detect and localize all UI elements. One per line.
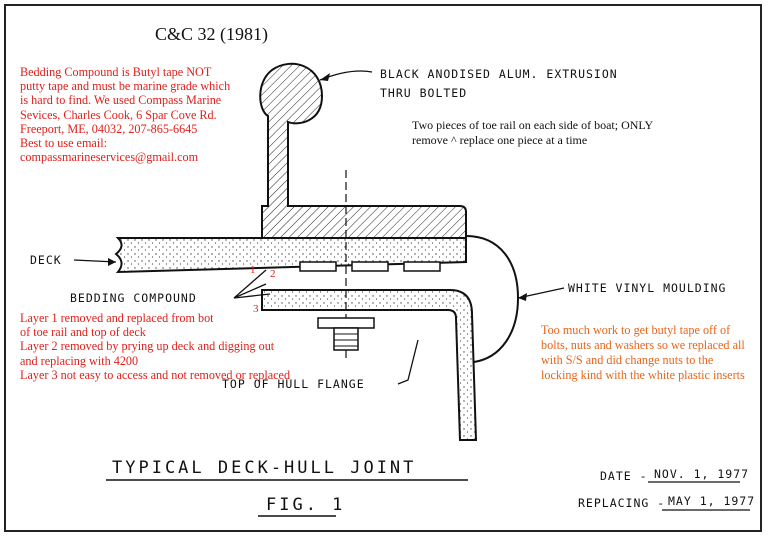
toe-rail-note-line: Two pieces of toe rail on each side of b… [412,118,654,132]
layer-note-line: Layer 2 removed by prying up deck and di… [20,339,275,354]
bedding-compound-label: BEDDING COMPOUND [70,291,197,305]
butyl-replacement-note: Too much work to get butyl tape off of b… [541,323,745,383]
arrowheads [108,73,527,301]
replacing-label: REPLACING - [578,496,666,510]
butyl-note-line: locking kind with the white plastic inse… [541,368,745,382]
note-line: Best to use email: [20,136,107,151]
date-label: DATE - [600,469,648,483]
replacing-value: MAY 1, 1977 [668,494,756,508]
figure-label: FIG. 1 [266,495,346,515]
note-line: putty tape and must be marine grade whic… [20,79,231,94]
hull-flange [261,289,478,441]
bedding-compound-note: Bedding Compound is Butyl tape NOT putty… [20,65,230,164]
layer-2-number: 2 [270,268,276,280]
page-title: C&C 32 (1981) [155,24,269,44]
note-line: Bedding Compound is Butyl tape NOT [20,65,212,79]
washer-strip [299,261,441,272]
extrusion-label-line: BLACK ANODISED ALUM. EXTRUSION [380,67,618,81]
through-bolt [317,170,375,360]
extrusion-label-line: THRU BOLTED [380,86,468,100]
deck-label: DECK [30,253,62,267]
toe-rail-extrusion [259,62,467,239]
butyl-note-line: with S/S and did change nuts to the [541,353,714,367]
layer-notes: Layer 1 removed and replaced from bot of… [20,311,290,382]
vinyl-moulding-label: WHITE VINYL MOULDING [568,281,727,295]
layer-3-number: 3 [253,303,259,315]
drawing-title: TYPICAL DECK-HULL JOINT [112,458,417,478]
note-line: is hard to find. We used Compass Marine [20,93,222,108]
toe-rail-note: Two pieces of toe rail on each side of b… [412,118,653,148]
layer-note-line: and replacing with 4200 [20,353,139,368]
toe-rail-note-line: remove ^ replace one piece at a time [412,133,588,147]
layer-note-line: Layer 1 removed and replaced from bot [20,311,214,325]
butyl-note-line: bolts, nuts and washers so we replaced a… [541,338,745,352]
hull-flange-label: TOP OF HULL FLANGE [222,377,365,391]
butyl-note-line: Too much work to get butyl tape off of [541,323,731,337]
note-line: Sevices, Charles Cook, 6 Spar Cove Rd. [20,107,217,122]
note-line: Freeport, ME, 04032, 207-865-6645 [20,121,198,136]
date-value: NOV. 1, 1977 [654,467,750,481]
extrusion-label: BLACK ANODISED ALUM. EXTRUSION THRU BOLT… [380,65,618,103]
layer-1-number: 1 [250,264,256,276]
note-line: compassmarineservices@gmail.com [20,150,199,165]
layer-note-line: Layer 3 not easy to access and not remov… [20,367,291,382]
layer-note-line: of toe rail and top of deck [20,325,146,340]
